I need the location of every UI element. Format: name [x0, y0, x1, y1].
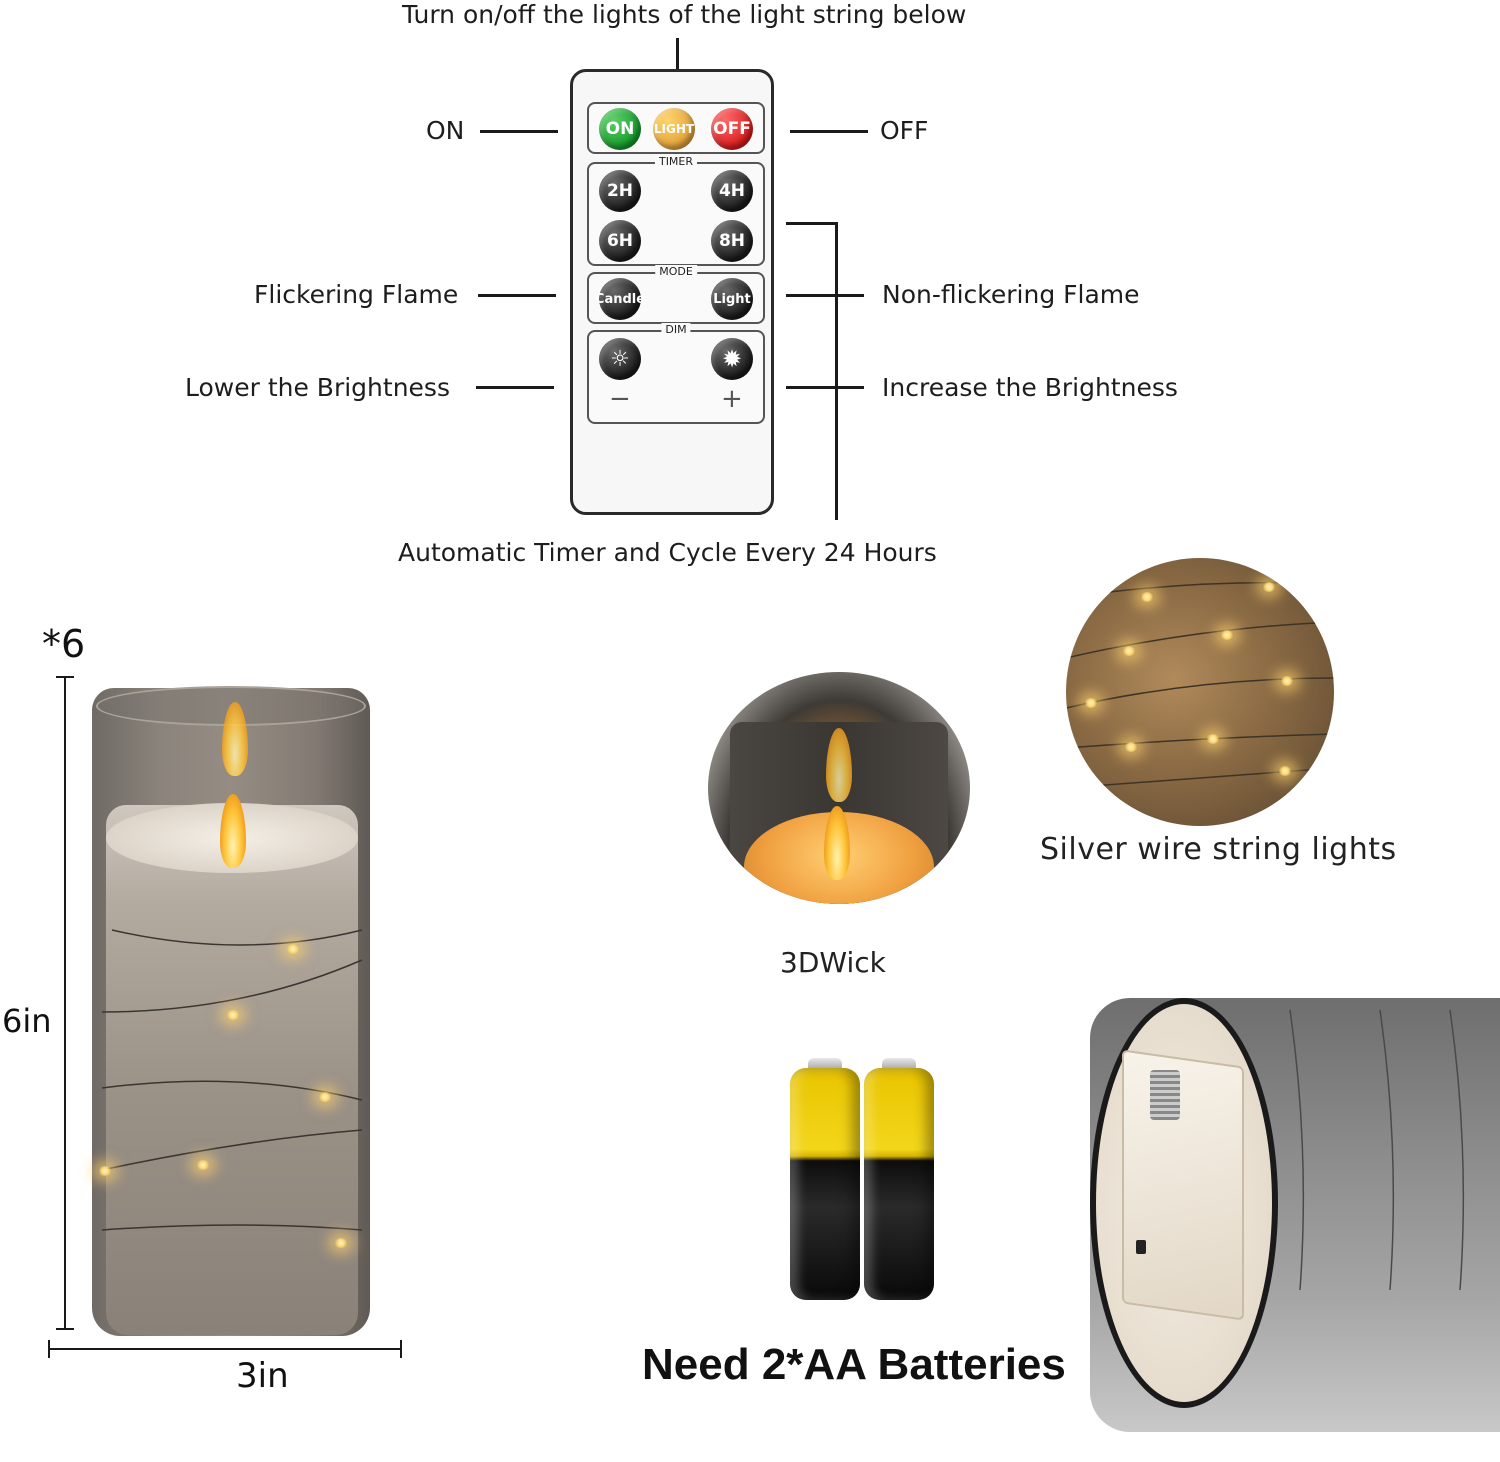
width-dimension-right-tick — [400, 1340, 402, 1358]
label-off: OFF — [880, 116, 929, 145]
fairy-light — [1122, 646, 1136, 656]
sun-dim-icon: ☼ — [610, 346, 630, 372]
fairy-light — [1278, 766, 1292, 776]
fairy-light — [226, 1010, 240, 1020]
width-label: 3in — [236, 1356, 289, 1396]
wick-flame — [824, 806, 850, 880]
timer-bracket-vertical — [835, 222, 838, 520]
battery-caption: Need 2*AA Batteries — [642, 1340, 1066, 1389]
candle-flame — [220, 794, 246, 868]
height-dimension-top-tick — [56, 676, 74, 678]
timer-4h-button[interactable]: 4H — [711, 170, 753, 212]
timer-2h-button[interactable]: 2H — [599, 170, 641, 212]
wick-flame-reflection — [826, 728, 852, 802]
width-dimension-line — [48, 1348, 402, 1350]
wick-closeup-image — [708, 672, 970, 904]
width-dimension-left-tick — [48, 1340, 50, 1358]
plus-symbol: + — [721, 384, 743, 414]
mode-group: MODE Candle Light — [587, 265, 765, 324]
label-on: ON — [426, 116, 465, 145]
flicker-callout-line — [478, 294, 556, 297]
battery-compartment — [1122, 1049, 1244, 1321]
fairy-light — [1206, 734, 1220, 744]
candle-mode-button[interactable]: Candle — [595, 278, 645, 320]
dim-down-button[interactable]: ☼ — [599, 338, 641, 380]
aa-battery-right — [864, 1068, 934, 1300]
fairy-light — [1140, 592, 1154, 602]
wick-caption: 3DWick — [780, 946, 886, 979]
fairy-light — [196, 1160, 210, 1170]
light-mode-button[interactable]: Light — [711, 278, 753, 320]
base-cylinder-wire — [1289, 1009, 1465, 1291]
mode-group-title: MODE — [655, 265, 697, 278]
minus-symbol: − — [609, 384, 631, 414]
string-lights-closeup-image — [1066, 558, 1334, 826]
dim-up-button[interactable]: ✹ — [711, 338, 753, 380]
label-non-flickering-flame: Non-flickering Flame — [882, 280, 1140, 309]
candle-fairy-wire — [101, 929, 363, 1231]
dim-group: DIM ☼ ✹ − + — [587, 323, 765, 424]
light-button[interactable]: LIGHT — [653, 108, 695, 150]
off-callout-line — [790, 130, 868, 133]
on-callout-line — [480, 130, 558, 133]
remote-top-caption: Turn on/off the lights of the light stri… — [402, 0, 967, 29]
timer-bracket-horizontal — [786, 222, 836, 225]
sun-bright-icon: ✹ — [721, 345, 743, 373]
fairy-light — [1280, 676, 1294, 686]
fairy-light — [1084, 698, 1098, 708]
battery-spring — [1150, 1070, 1180, 1120]
off-button[interactable]: OFF — [711, 108, 753, 150]
on-button[interactable]: ON — [599, 108, 641, 150]
timer-group: TIMER 2H 4H 6H 8H — [587, 155, 765, 266]
fairy-light — [1124, 742, 1138, 752]
label-lower-brightness: Lower the Brightness — [185, 373, 450, 402]
fairy-light — [318, 1092, 332, 1102]
dim-group-title: DIM — [661, 323, 691, 336]
timer-group-title: TIMER — [654, 155, 698, 168]
fairy-light — [286, 944, 300, 954]
aa-battery-left — [790, 1068, 860, 1300]
fairy-light — [1262, 582, 1276, 592]
power-switch[interactable] — [1136, 1240, 1146, 1254]
height-dimension-line — [64, 676, 66, 1330]
top-callout-line — [676, 38, 679, 70]
label-flickering-flame: Flickering Flame — [254, 280, 459, 309]
power-group: ON LIGHT OFF — [587, 102, 765, 154]
height-label: 6in — [2, 1002, 52, 1040]
candle-wax — [106, 805, 358, 1335]
fairy-light — [334, 1238, 348, 1248]
string-lights-wire — [1066, 581, 1334, 789]
label-increase-brightness: Increase the Brightness — [882, 373, 1178, 402]
height-dimension-bottom-tick — [56, 1328, 74, 1330]
remote-control: ON LIGHT OFF TIMER 2H 4H 6H 8H MODE Cand… — [570, 69, 774, 515]
increase-callout-line — [786, 386, 864, 389]
remote-bottom-caption: Automatic Timer and Cycle Every 24 Hours — [398, 538, 937, 567]
fairy-light — [98, 1166, 112, 1176]
string-lights-caption: Silver wire string lights — [1040, 832, 1397, 867]
nonflicker-callout-line — [786, 294, 864, 297]
timer-6h-button[interactable]: 6H — [599, 220, 641, 262]
fairy-light — [1220, 630, 1234, 640]
lower-callout-line — [476, 386, 554, 389]
quantity-label: *6 — [42, 622, 86, 666]
candle-flame-reflection — [222, 702, 248, 776]
timer-8h-button[interactable]: 8H — [711, 220, 753, 262]
